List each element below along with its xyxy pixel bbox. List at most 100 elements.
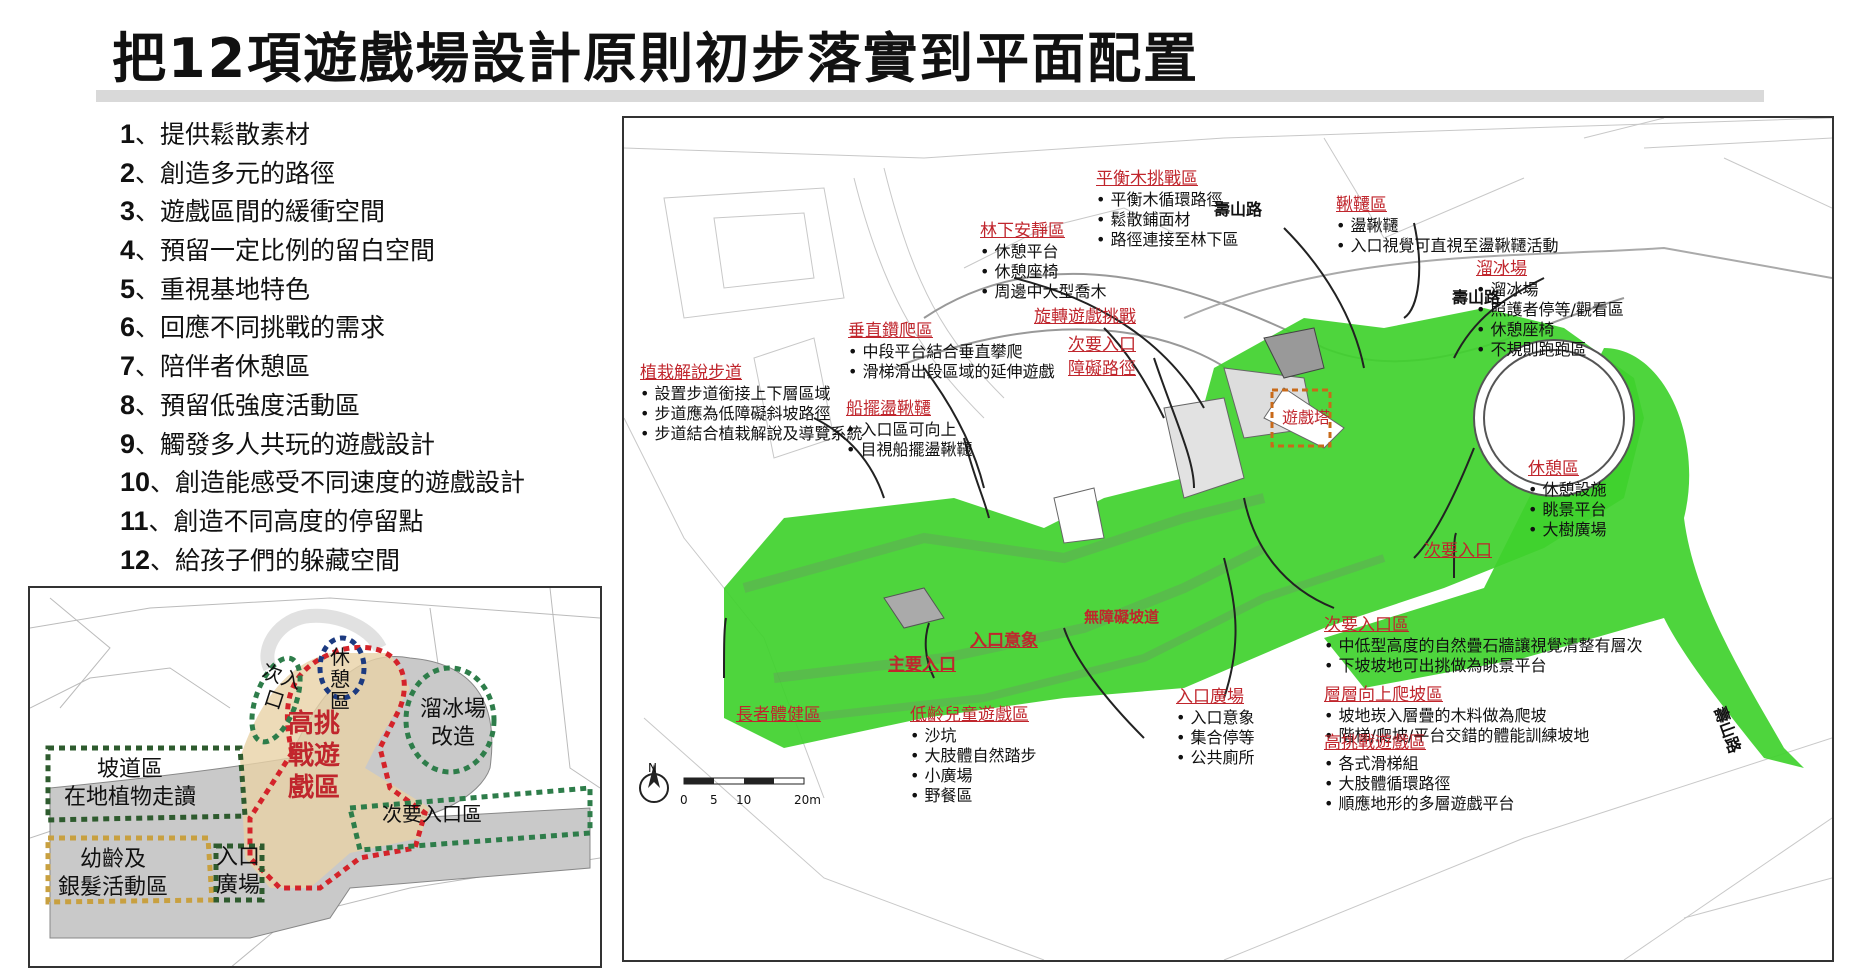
callout-heading: 鞦韆區 [1336, 195, 1387, 215]
callout-item: • 溜冰場 [1476, 280, 1624, 300]
bullet-icon: • [1324, 774, 1339, 793]
callout-high: 高挑戰遊戲區• 各式滑梯組• 大肢體循環路徑• 順應地形的多層遊戲平台 [1324, 732, 1515, 814]
callout-item: • 不規則跑跑區 [1476, 340, 1624, 360]
callout-climb: 垂直鑽爬區• 中段平台結合垂直攀爬• 滑梯滑出段區域的延伸遊戲 [848, 320, 1055, 382]
bullet-icon: • [1324, 656, 1339, 675]
bullet-icon: • [1324, 636, 1339, 655]
callout-boat: 船擺盪鞦韆• 入口區可向上• 目視船擺盪鞦韆 [846, 398, 973, 460]
bullet-icon: • [1336, 216, 1351, 235]
inset-label-challenge: 高挑戰遊戲區 [288, 708, 340, 804]
callout-item: • 步道結合植栽解說及導覽系統 [640, 424, 863, 444]
callout-heading: 次要入口 [1068, 335, 1136, 355]
road-label-mid: 壽山路 [1452, 288, 1501, 307]
callout-heading: 入口廣場 [1176, 687, 1244, 707]
principle-number: 6 [120, 312, 136, 343]
principle-item: 6、回應不同挑戰的需求 [120, 308, 525, 347]
callout-spin: 旋轉遊戲挑戰 [1034, 306, 1136, 328]
callout-item: • 入口視覺可直視至盪鞦韆活動 [1336, 236, 1559, 256]
callout-item: • 小廣場 [910, 766, 1037, 786]
callout-item: • 休憩設施 [1528, 480, 1607, 500]
callout-item: • 平衡木循環路徑 [1096, 190, 1239, 210]
callout-heading: 低齡兒童遊戲區 [910, 705, 1029, 725]
secondary-entrance-right-label: 次要入口 [1424, 541, 1492, 561]
principle-text: 、預留一定比例的留白空間 [135, 236, 436, 266]
main-entrance-label: 主要入口 [888, 655, 956, 675]
bullet-icon: • [846, 420, 861, 439]
principle-text: 、觸發多人共玩的遊戲設計 [135, 429, 436, 459]
callout-item-text: 溜冰場 [1490, 280, 1539, 299]
scale-10: 10 [736, 793, 752, 807]
inset-text-toddler: 幼齡及銀髮活動區 [58, 847, 169, 900]
callout-plaza: 入口廣場• 入口意象• 集合停等• 公共廁所 [1176, 686, 1255, 768]
callout-sec1: 次要入口 [1068, 334, 1136, 356]
callout-heading: 高挑戰遊戲區 [1324, 733, 1426, 753]
callout-heading: 次要入口區 [1324, 615, 1409, 635]
bullet-icon: • [1096, 230, 1111, 249]
inset-text-slope: 坡道區在地植物走讀 [64, 757, 197, 810]
scale-5: 5 [710, 793, 718, 807]
callout-item-text: 休憩平台 [994, 242, 1059, 261]
callout-item: • 盪鞦韆 [1336, 216, 1559, 236]
callout-item-text: 集合停等 [1190, 728, 1255, 747]
callout-item-text: 休憩座椅 [1490, 320, 1555, 339]
callout-item: • 路徑連接至林下區 [1096, 230, 1239, 250]
callout-item-text: 休憩設施 [1542, 480, 1607, 499]
principle-item: 2、創造多元的路徑 [120, 154, 525, 193]
principle-number: 8 [120, 389, 136, 420]
callout-item: • 目視船擺盪鞦韆 [846, 440, 973, 460]
principle-text: 、重視基地特色 [135, 274, 311, 304]
callout-item-text: 入口意象 [1190, 708, 1255, 727]
inset-text-plaza: 入口廣場 [216, 845, 261, 898]
callout-item-text: 滑梯滑出段區域的延伸遊戲 [862, 362, 1055, 381]
callout-item-text: 目視船擺盪鞦韆 [860, 440, 973, 459]
bullet-icon: • [910, 766, 925, 785]
principle-number: 10 [120, 467, 151, 498]
callout-item-text: 眺景平台 [1542, 500, 1607, 519]
bullet-icon: • [1528, 500, 1543, 519]
callout-item: • 步道應為低障礙斜坡路徑 [640, 404, 863, 424]
callout-heading: 長者體健區 [736, 705, 821, 725]
callout-layer: 層層向上爬坡區• 坡地崁入層疊的木料做為爬坡• 階梯/爬坡/平台交錯的體能訓練坡… [1324, 684, 1589, 746]
callout-item: • 大樹廣場 [1528, 520, 1607, 540]
inset-label-slope: 坡道區在地植物走讀 [64, 756, 196, 812]
inset-label-toddler: 幼齡及銀髮活動區 [58, 846, 168, 902]
bullet-icon: • [848, 362, 863, 381]
callout-item-text: 大樹廣場 [1542, 520, 1607, 539]
bullet-icon: • [1324, 794, 1339, 813]
inset-map-drawing [30, 588, 600, 966]
principle-item: 11、創造不同高度的停留點 [120, 502, 525, 541]
bullet-icon: • [1324, 726, 1339, 745]
callout-heading: 植栽解說步道 [640, 363, 742, 383]
page-title: 把12項遊戲場設計原則初步落實到平面配置 [112, 27, 1200, 90]
bullet-icon: • [1476, 340, 1491, 359]
callout-item: • 休憩座椅 [980, 262, 1107, 282]
callout-item: • 入口意象 [1176, 708, 1255, 728]
principle-text: 、遊戲區間的緩衝空間 [135, 197, 386, 227]
principle-number: 2 [120, 157, 136, 188]
callout-sec2: 次要入口區• 中低型高度的自然疊石牆讓視覺清整有層次• 下坡坡地可出挑做為眺景平… [1324, 614, 1643, 676]
callout-item: • 各式滑梯組 [1324, 754, 1515, 774]
principle-text: 、創造多元的路徑 [135, 158, 336, 188]
callout-item: • 設置步道銜接上下層區域 [640, 384, 863, 404]
callout-item: • 中段平台結合垂直攀爬 [848, 342, 1055, 362]
callout-item: • 休憩座椅 [1476, 320, 1624, 340]
callout-item-text: 入口區可向上 [860, 420, 957, 439]
principle-item: 5、重視基地特色 [120, 270, 525, 309]
principle-number: 9 [120, 428, 136, 459]
callout-item: • 照護者停等/觀看區 [1476, 300, 1624, 320]
callout-item-text: 公共廁所 [1190, 748, 1255, 767]
callout-heading: 平衡木挑戰區 [1096, 169, 1198, 189]
callout-forest: 林下安靜區• 休憩平台• 休憩座椅• 周邊中大型喬木 [980, 220, 1107, 302]
callout-item: • 休憩平台 [980, 242, 1107, 262]
callout-item: • 中低型高度的自然疊石牆讓視覺清整有層次 [1324, 636, 1643, 656]
inset-text-rest: 休憩區 [330, 645, 350, 713]
bullet-icon: • [910, 786, 925, 805]
scale-bar [639, 764, 805, 803]
principle-text: 、給孩子們的躲藏空間 [150, 545, 401, 575]
bullet-icon: • [1476, 280, 1491, 299]
callout-item: • 滑梯滑出段區域的延伸遊戲 [848, 362, 1055, 382]
callout-heading: 層層向上爬坡區 [1324, 685, 1443, 705]
callout-item-text: 照護者停等/觀看區 [1490, 300, 1624, 319]
callout-item: • 公共廁所 [1176, 748, 1255, 768]
